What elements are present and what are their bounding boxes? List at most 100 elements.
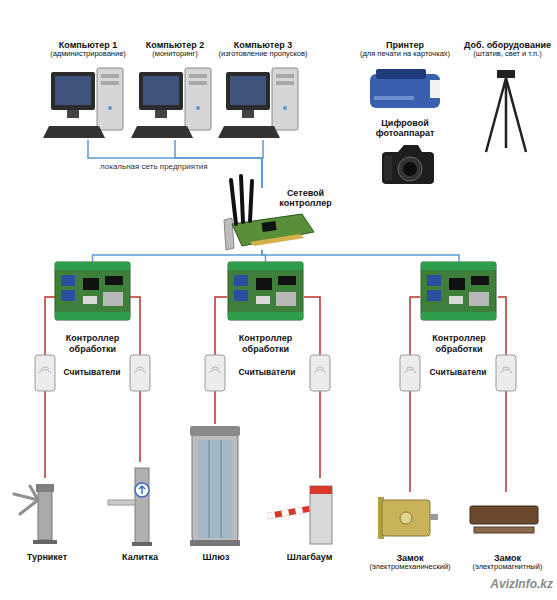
processing-controller-node: Контроллер обработки [227, 262, 304, 354]
printer-card [430, 80, 440, 98]
node-text-block: Доб. оборудование(штатив, свет и т.п.) [458, 40, 557, 59]
node-title: Шлюз [188, 552, 244, 562]
node-text-block: Шлюз [188, 552, 244, 562]
airlock-glass [198, 440, 232, 538]
card-bracket [224, 218, 234, 250]
node-title: Шлагбаум [262, 552, 357, 562]
node-text-block: Шлагбаум [262, 552, 357, 562]
card-contacts [250, 234, 304, 246]
reader-illustration [310, 355, 330, 391]
controller-illustration [55, 262, 130, 320]
barrier-cabinet [310, 486, 332, 544]
node-text-block: Замок(электромагнитный) [460, 553, 555, 572]
turnstile-cap [36, 484, 54, 492]
node-text-block: Замок(электромеханический) [364, 553, 456, 572]
node-text-block: Калитка [105, 552, 175, 562]
camera-lens-glass [403, 162, 417, 176]
network-line [93, 250, 263, 262]
signal-wire [410, 297, 420, 492]
node-title: Контроллер обработки [55, 333, 130, 354]
watermark: AvizInfo.kz [455, 578, 553, 592]
node-text-block: Цифровой фотоаппарат [365, 118, 445, 139]
network-line [262, 250, 459, 262]
network-line [262, 140, 263, 188]
node-text-block: Компьютер 2(мониторинг) [137, 40, 213, 59]
node-title: Контроллер обработки [227, 333, 304, 354]
node-title: Контроллер обработки [420, 333, 498, 354]
node-title: Замок [364, 553, 456, 563]
printer-node: Принтер(для печати на карточках) [350, 40, 460, 118]
computer-node: Компьютер 2(мониторинг) [137, 40, 213, 140]
turnstile-arms [14, 486, 38, 514]
node-title: Компьютер 1 [40, 40, 136, 50]
printer-top [376, 69, 426, 79]
device-node: Шлюз [188, 424, 244, 562]
node-text-block: Контроллер обработки [55, 333, 130, 354]
computer-illustration [43, 68, 123, 138]
processing-controller-node: Контроллер обработки [55, 262, 130, 354]
airlock-top [190, 426, 240, 436]
node-subtitle: (электромагнитный) [460, 563, 555, 572]
readers-label: Считыватели [232, 368, 302, 378]
controller-illustration [421, 262, 496, 320]
turnstile-body [38, 490, 52, 540]
lock-bolt [430, 514, 438, 520]
lock-cylinder [400, 512, 412, 524]
node-title: Сетевой контроллер [274, 188, 337, 209]
camera-grip [384, 155, 392, 181]
tripod-head [497, 70, 515, 78]
computer-illustration [131, 68, 211, 138]
reader-illustration [35, 355, 55, 391]
device-node: Турникет [12, 478, 82, 562]
node-subtitle: (электромеханический) [364, 563, 456, 572]
maglock-body [470, 506, 538, 524]
computer-illustration [218, 68, 298, 138]
network-controller-node: Сетевой контроллер [222, 188, 337, 250]
gate-post [135, 468, 149, 544]
node-subtitle: (штатив, свет и т.п.) [458, 50, 557, 59]
node-text-block: Контроллер обработки [420, 333, 498, 354]
camera-body [382, 152, 434, 184]
camera-lens [398, 157, 422, 181]
node-subtitle: (мониторинг) [137, 50, 213, 59]
gate-arm [108, 500, 135, 505]
controller-illustration [228, 262, 303, 320]
computer-node: Компьютер 1(администрирование) [40, 40, 136, 140]
camera-top [398, 145, 422, 152]
reader-illustration [205, 355, 225, 391]
node-title: Компьютер 3 [206, 40, 320, 50]
device-node: Шлагбаум [262, 478, 357, 562]
airlock-base [190, 540, 240, 546]
node-title: Доб. оборудование [458, 40, 557, 50]
printer-body [370, 74, 440, 108]
reader-illustration [400, 355, 420, 391]
computer-node: Компьютер 3(изготовление пропусков) [206, 40, 320, 140]
node-text-block: Компьютер 3(изготовление пропусков) [206, 40, 320, 59]
device-node: Калитка [105, 462, 175, 562]
node-text-block: Контроллер обработки [227, 333, 304, 354]
reader-illustration [130, 355, 150, 391]
readers-label: Считыватели [423, 368, 493, 378]
turnstile-base [33, 540, 57, 544]
node-text-block: Принтер(для печати на карточках) [350, 40, 460, 59]
airlock-frames [209, 440, 221, 538]
card-chip [262, 221, 277, 232]
printer-stripe [374, 96, 414, 100]
node-subtitle: (администрирование) [40, 50, 136, 59]
tripod-legs [486, 78, 526, 152]
maglock-plate [474, 527, 534, 533]
network-label: локальная сеть предприятия [100, 162, 270, 171]
gate-arrow [139, 486, 145, 494]
node-text-block: Турникет [12, 552, 82, 562]
node-title: Принтер [350, 40, 460, 50]
device-node: Замок(электромагнитный) [460, 492, 555, 572]
equipment-node: Доб. оборудование(штатив, свет и т.п.) [458, 40, 557, 158]
gate-base [132, 542, 152, 546]
reader-illustration [496, 355, 516, 391]
barrier-stripes [268, 508, 314, 516]
